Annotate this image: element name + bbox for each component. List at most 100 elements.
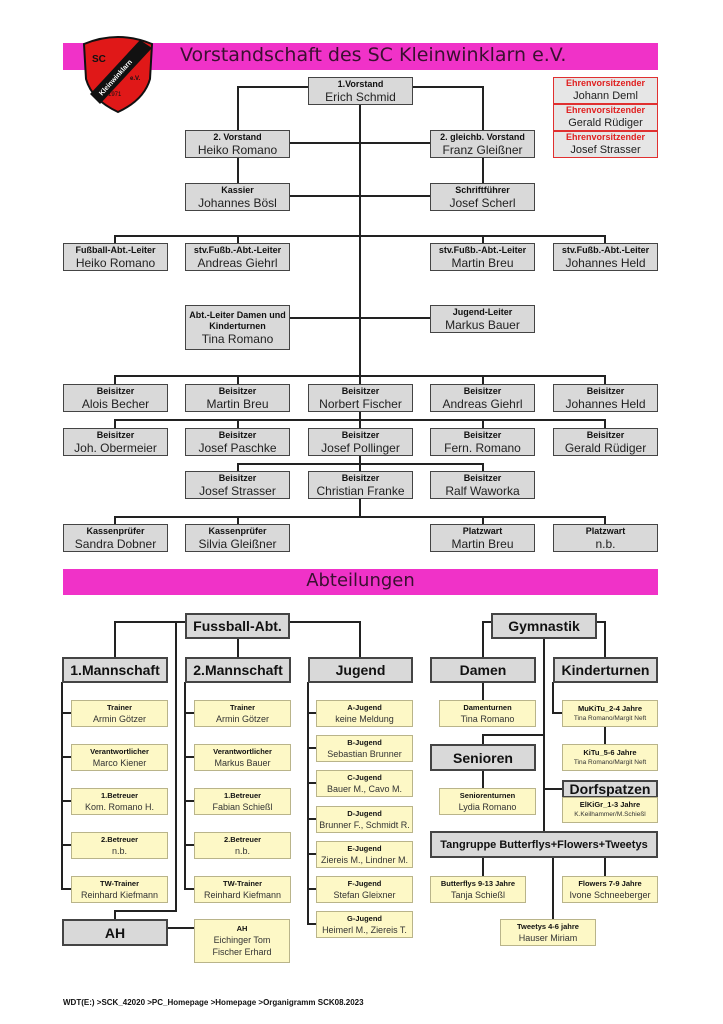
connector-line	[114, 375, 116, 385]
connector-line	[552, 712, 563, 714]
person-name: Markus Bauer	[445, 317, 520, 332]
role-label: Beisitzer	[463, 385, 502, 396]
connector-line	[482, 857, 484, 877]
connector-line	[604, 516, 606, 525]
connector-line	[482, 770, 484, 789]
role-label: Abt.-Leiter Damen und Kinderturnen	[189, 309, 286, 331]
role-label: AH	[236, 924, 248, 933]
connector-line	[482, 235, 484, 244]
role-label: Beisitzer	[218, 385, 257, 396]
section-senioren: Senioren	[430, 744, 536, 771]
role-label: 1.Vorstand	[337, 78, 384, 89]
connector-line	[596, 621, 606, 623]
connector-line	[307, 818, 317, 820]
connector-line	[114, 235, 116, 244]
person-name: Johannes Bösl	[198, 195, 277, 210]
role-label: D-Jugend	[347, 808, 382, 818]
connector-line	[184, 712, 195, 714]
section-jugend: Jugend	[308, 657, 413, 683]
connector-line	[482, 156, 484, 184]
section-ah: AH	[62, 919, 168, 946]
role-label: stv.Fußb.-Abt.-Leiter	[438, 244, 527, 255]
person-name: Alois Becher	[81, 396, 150, 411]
person-name: Franz Gleißner	[442, 142, 523, 157]
role-label: 1.Betreuer	[223, 790, 262, 800]
person-name: Hauser Miriam	[518, 932, 578, 943]
role-label: Ehrenvorsitzender	[565, 105, 646, 115]
section-title: Senioren	[453, 749, 513, 766]
role-label: Kassenprüfer	[86, 525, 145, 536]
person-name: Tina Romano/Margit Neft	[573, 714, 647, 722]
role-label: F-Jugend	[347, 878, 382, 888]
role-label: Fußball-Abt.-Leiter	[75, 244, 156, 255]
connector-line	[114, 910, 177, 912]
role-label: Beisitzer	[218, 429, 257, 440]
person-name: K.Keilhammer/M.Schießl	[574, 811, 646, 818]
role-label: TW-Trainer	[222, 878, 263, 888]
role-label: C-Jugend	[347, 772, 382, 782]
role-label: Flowers 7-9 Jahre	[578, 878, 642, 888]
person-name: n.b.	[595, 536, 616, 551]
section-team2: 2.Mannschaft	[185, 657, 291, 683]
person-name: Heiko Romano	[75, 255, 156, 270]
person-name: Josef Strasser	[199, 483, 276, 498]
role-label: KiTu_5-6 Jahre	[583, 747, 637, 757]
person-name: Markus Bauer	[214, 757, 271, 768]
connector-line	[61, 756, 72, 758]
connector-line	[482, 621, 492, 623]
role-label: Tweetys 4-6 jahre	[517, 921, 579, 931]
person-name: Sandra Dobner	[74, 536, 157, 551]
role-label: 2.Betreuer	[223, 834, 262, 844]
person-name: Andreas Giehrl	[442, 396, 523, 411]
section-tanzgruppe: Tangruppe Butterflys+Flowers+Tweetys	[430, 831, 658, 858]
role-label: Schriftführer	[455, 184, 510, 195]
connector-line	[604, 857, 606, 877]
section-gymnastik: Gymnastik	[491, 613, 597, 639]
role-label: 2. Vorstand	[213, 131, 262, 142]
connector-line	[482, 516, 484, 525]
person-name: Josef Paschke	[198, 440, 277, 455]
connector-line	[237, 463, 239, 472]
connector-line	[482, 734, 484, 745]
person-name: Ivone Schneeberger	[569, 889, 651, 900]
svg-text:SC: SC	[92, 54, 106, 65]
connector-line	[114, 910, 116, 920]
role-label: TW-Trainer	[99, 878, 140, 888]
section-title: Jugend	[335, 662, 386, 678]
role-label: Kassenprüfer	[208, 525, 267, 536]
connector-line	[359, 103, 361, 518]
role-label: Beisitzer	[341, 472, 380, 483]
role-label: 2.Betreuer	[100, 834, 139, 844]
connector-line	[61, 800, 72, 802]
person-name: Armin Götzer	[92, 713, 146, 724]
person-name: Lydia Romano	[458, 801, 517, 812]
connector-line	[167, 927, 195, 929]
connector-line	[61, 888, 72, 890]
connector-line	[552, 857, 554, 920]
section-title: Damen	[459, 662, 507, 678]
connector-line	[604, 419, 606, 429]
connector-line	[307, 888, 317, 890]
connector-line	[237, 638, 239, 658]
person-name: Johannes Held	[565, 396, 646, 411]
person-name: Fischer Erhard	[212, 947, 272, 957]
person-name: Joh. Obermeier	[74, 440, 157, 455]
